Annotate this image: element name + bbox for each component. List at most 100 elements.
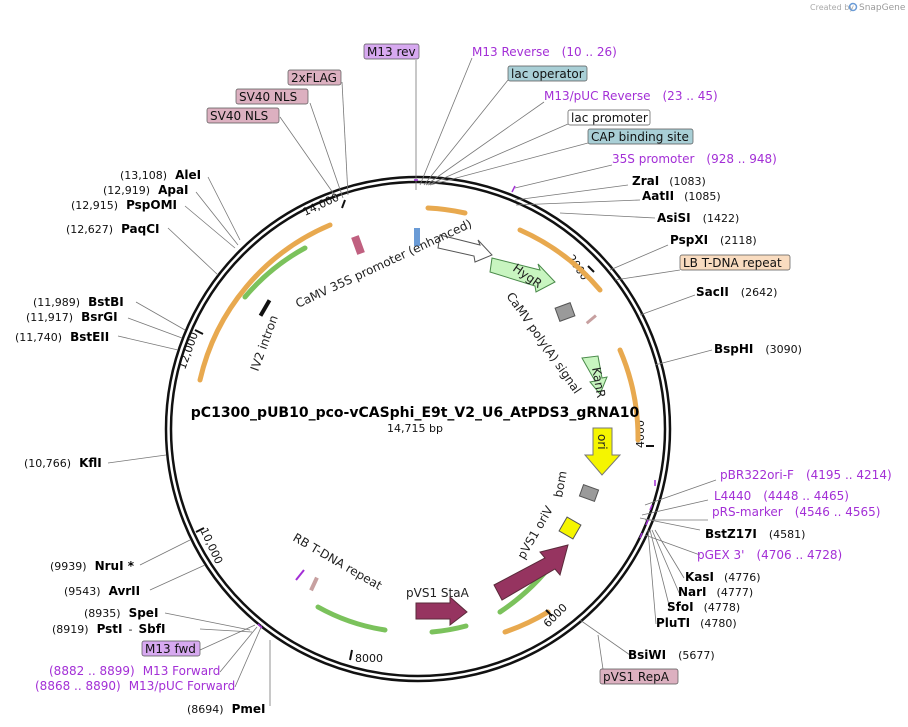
staa-arrow [415,595,468,627]
svg-text:35S promoter(928 .. 948): 35S promoter (928 .. 948) [612,152,777,166]
snapgene-logo-icon [848,2,858,12]
svg-text:PluTI(4780): PluTI (4780) [656,616,737,630]
svg-text:(10,766)KflI: (10,766) KflI [24,456,102,470]
2xflag-text: 2xFLAG [291,71,337,85]
site-asisi-name: AsiSI [657,211,691,225]
site-paqci-pos: (12,627) [66,223,113,236]
primer-m13puc-forward-name: M13/pUC Forward [129,679,236,693]
site-pmei-pos: (8694) [187,703,224,716]
iv2-intron-label: IV2 intron [248,313,281,373]
site-pspxi-name: PspXI [670,233,708,247]
site-alei-pos: (13,108) [120,169,167,182]
rb-primer-mark [295,569,305,581]
primer-m13-reverse-range: (10 .. 26) [562,45,617,59]
lac-promoter-text: lac promoter [571,111,648,125]
svg-text:AsiSI(1422): AsiSI (1422) [657,211,739,225]
svg-text:(8868 .. 8890)M13/pUC Forward: (8868 .. 8890)M13/pUC Forward [35,679,235,693]
site-bsiwi-pos: (5677) [678,649,715,662]
primer-prs-name: pRS-marker [712,505,783,519]
svg-text:(8919)PstI-SbfI: (8919)PstI-SbfI [52,622,165,636]
site-bsrgi-name: BsrGI [81,310,118,324]
site-kfli-pos: (10,766) [24,457,71,470]
site-sacii-pos: (2642) [741,286,778,299]
site-kasi-pos: (4776) [724,571,761,584]
svg-text:(8694)PmeI: (8694) PmeI [187,702,265,716]
site-alei-name: AleI [175,168,201,182]
svg-text:(11,917)BsrGI: (11,917) BsrGI [26,310,118,324]
cap-site-box [587,128,694,145]
primer-m13-forward-range: (8882 .. 8899) [49,664,135,678]
svg-text:(12,915)PspOMI: (12,915)PspOMI [71,198,177,212]
tick-14000: 14,000 [301,191,341,219]
site-pluti-name: PluTI [656,616,690,630]
svg-text:(8935)SpeI: (8935) SpeI [84,606,158,620]
camv-polya-block [554,302,576,322]
site-bsphi-pos: (3090) [765,343,802,356]
primer-m13puc-reverse-range: (23 .. 45) [663,89,718,103]
site-sep: - [129,623,133,636]
site-bsrgi-pos: (11,917) [26,311,73,324]
svg-text:PspXI(2118): PspXI(2118) [670,233,757,247]
svg-text:(11,989)BstBI: (11,989)BstBI [33,295,124,309]
sv40-nls-2-text: SV40 NLS [210,109,268,123]
site-apai-name: ApaI [158,183,188,197]
plasmid-name: pC1300_pUB10_pco-vCASphi_E9t_V2_U6_AtPDS… [191,405,640,421]
site-asisi-pos: (1422) [703,212,740,225]
site-bsphi-name: BspHI [714,342,753,356]
iv2-intron-mark [258,299,272,317]
site-spei-name: SpeI [129,606,159,620]
repa-arrow [493,544,569,601]
site-aatii-pos: (1085) [684,190,721,203]
rb-tdna-mark [309,576,319,592]
site-nrui-name: NruI * [95,559,135,573]
primer-pgex3-name: pGEX 3' [697,548,744,562]
sv40-nls-2-box [206,107,280,124]
svg-text:KasI(4776): KasI(4776) [685,570,761,584]
plasmid-size: 14,715 bp [387,422,443,435]
m13-fwd-text: M13 fwd [145,642,196,656]
m13-fwd-box [141,640,201,657]
primer-35s-name: 35S promoter [612,152,694,166]
lac-operator-text: lac operator [511,67,584,81]
site-nari-pos: (4777) [717,586,754,599]
green-arc-2 [315,604,388,633]
svg-text:AatII(1085): AatII (1085) [642,189,721,203]
svg-text:SfoI(4778): SfoI (4778) [667,600,740,614]
site-pspomi-name: PspOMI [126,198,177,212]
site-bstbi-pos: (11,989) [33,296,80,309]
svg-text:NarI(4777): NarI(4777) [678,585,753,599]
boxed-labels: M13 rev 2xFLAG SV40 NLS SV40 NLS lac ope… [141,43,791,685]
site-zrai-pos: (1083) [669,175,706,188]
site-sfoi-name: SfoI [667,600,694,614]
site-bsteii-name: BstEII [70,330,109,344]
primer-pbr322-range: (4195 .. 4214) [806,468,892,482]
hygr-arrow [489,257,556,293]
site-pmei-name: PmeI [232,702,266,716]
site-zrai-name: ZraI [632,174,659,188]
lac-operator-box [507,65,588,82]
svg-text:BstZ17I(4581): BstZ17I(4581) [705,527,805,541]
site-kfli-name: KflI [79,456,102,470]
lb-tdna-mark [585,314,597,325]
primer-m13-forward-name: M13 Forward [143,664,221,678]
site-psti-pos: (8919) [52,623,89,636]
site-bstz17i-name: BstZ17I [705,527,757,541]
svg-text:(8882 .. 8899)M13 Forward: (8882 .. 8899) M13 Forward [49,664,220,678]
2xflag-box [287,69,342,86]
site-spei-pos: (8935) [84,607,121,620]
feature-arcs [197,205,641,635]
orange-arc-1 [425,205,468,216]
site-sacii-name: SacII [696,285,729,299]
site-pluti-pos: (4780) [700,617,737,630]
site-sfoi-pos: (4778) [704,601,741,614]
site-aatii-name: AatII [642,189,674,203]
lac-promoter-box [567,109,651,126]
primer-m13puc-reverse-name: M13/pUC Reverse [544,89,651,103]
site-nrui-pos: (9939) [50,560,87,573]
site-avrii-name: AvrII [109,584,141,598]
tick-8000: 8000 [355,652,383,665]
primer-35s-range: (928 .. 948) [706,152,776,166]
camv35s-arrow [437,234,493,263]
orange-arc-3 [617,347,641,443]
